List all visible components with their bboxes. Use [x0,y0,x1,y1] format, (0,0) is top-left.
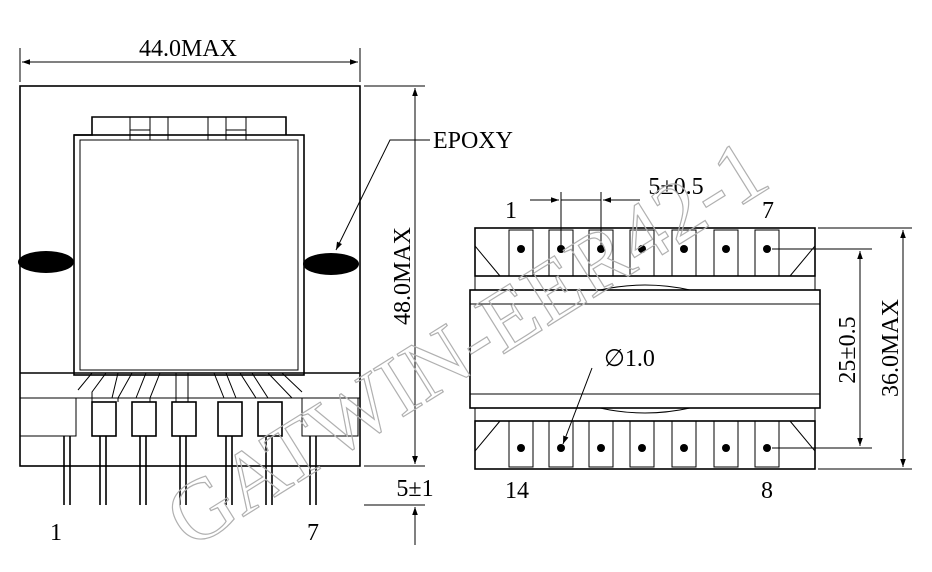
bottom-core-region [469,289,821,409]
front-pin-label-1: 1 [50,520,62,546]
width-dimension-label: 44.0MAX [139,36,237,62]
watermark-text: GATWIN-EER42-1 [149,120,783,566]
front-pins [63,436,317,505]
front-view: 44.0MAX 48.0MAX 5±1 EPOXY 1 7 [18,36,513,546]
bottom-pin-label-7: 7 [762,198,774,224]
height-dimension-label: 48.0MAX [390,227,416,325]
core-block [73,134,305,376]
front-body-outline [19,85,361,467]
pitch-dimension-label: 5±0.5 [648,174,703,200]
bottom-view: 5±0.5 1 7 14 8 ∅1.0 25±0.5 36.0MAX [469,174,912,504]
epoxy-label: EPOXY [433,128,513,154]
depth-dimension-label: 36.0MAX [878,299,904,397]
bottom-pin-label-14: 14 [505,478,529,504]
row-spacing-dimension-label: 25±0.5 [835,316,861,383]
front-pin-label-7: 7 [307,520,319,546]
bottom-pin-label-8: 8 [761,478,773,504]
bottom-pin-pads [508,420,780,468]
bottom-pin-label-1: 1 [505,198,517,224]
epoxy-blob-left [18,251,74,273]
standoff-dimension-label: 5±1 [396,476,433,502]
epoxy-blob-right [303,253,359,275]
hole-dimension-label: ∅1.0 [604,346,655,372]
